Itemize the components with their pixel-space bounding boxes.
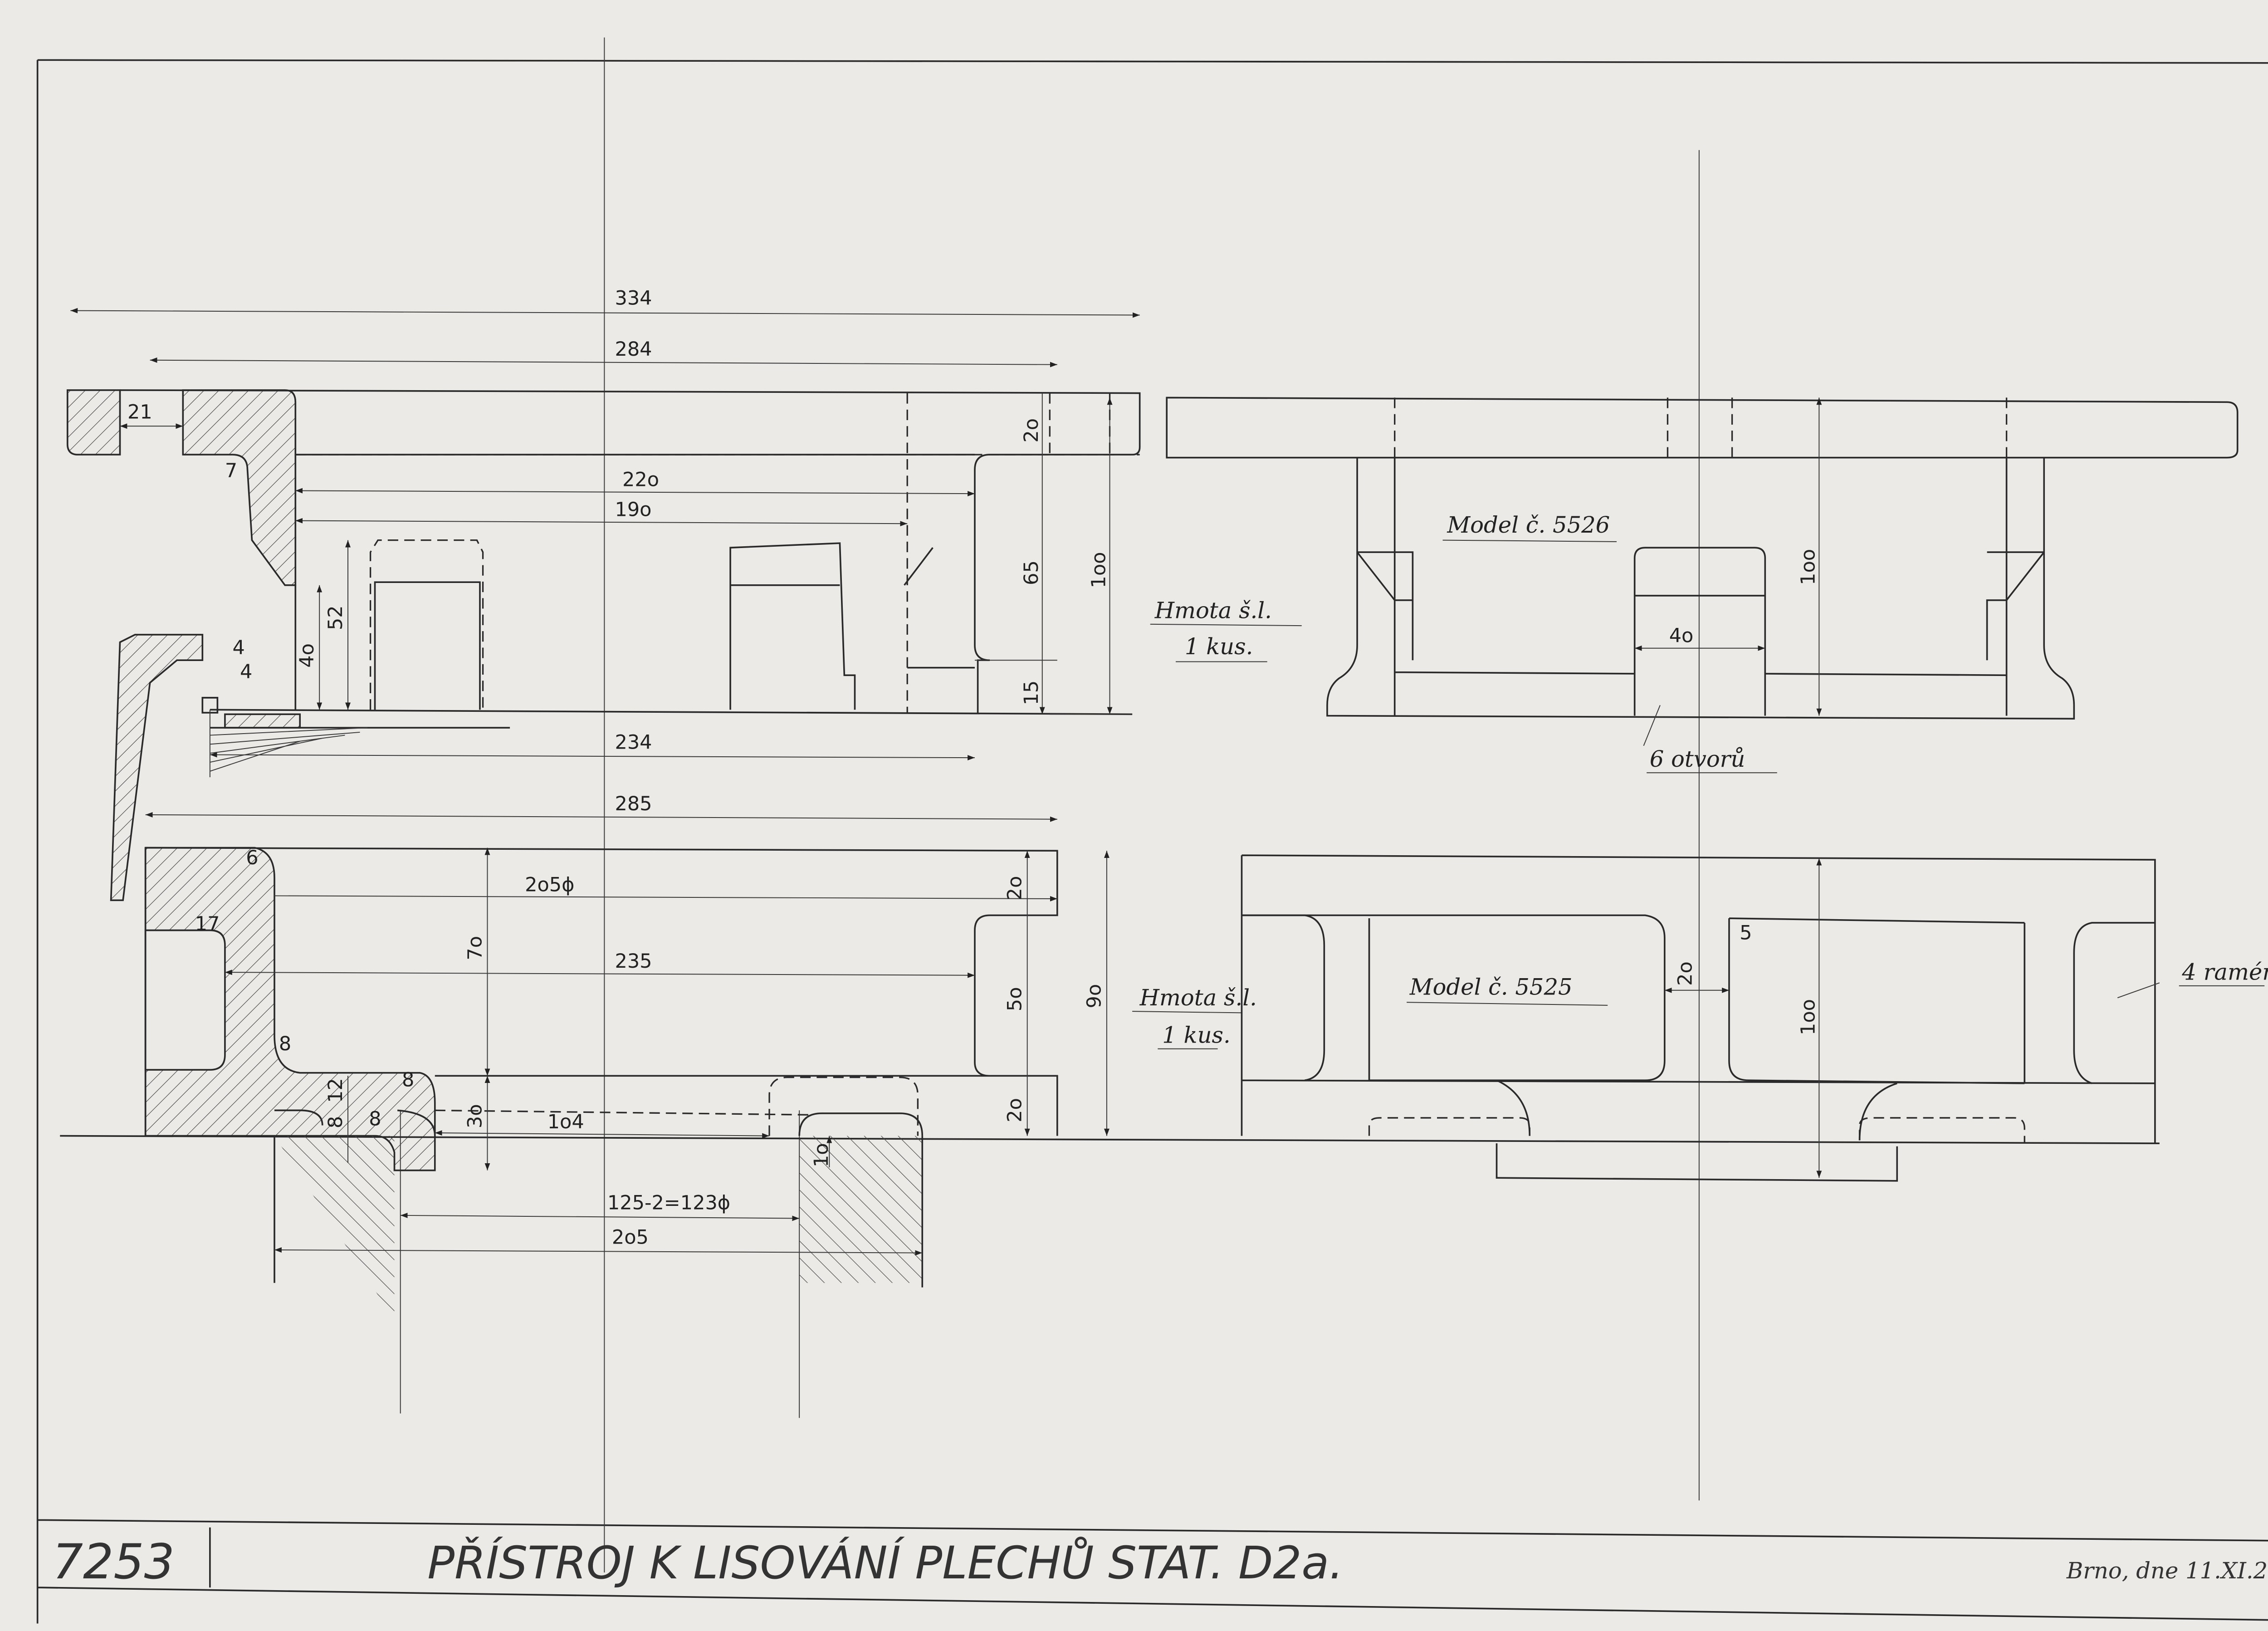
radius-8b: 8: [402, 1068, 414, 1091]
dim-65: 65: [1020, 560, 1043, 585]
centerlines: [400, 37, 1700, 1573]
model-5525-dim-20: 2o: [1674, 961, 1696, 986]
mass-label-lower: Hmota š.l.: [1139, 984, 1257, 1011]
model-5525-arms-note: 4 raménka: [2181, 959, 2268, 985]
upper-section-drawing: [66, 308, 1141, 901]
model-5526-holes-note: 6 otvorů: [1650, 746, 1745, 772]
dim-20-top: 2o: [1020, 418, 1043, 443]
radius-4a: 4: [232, 637, 244, 659]
dim-123phi: 125-2=123ϕ: [607, 1192, 730, 1215]
model-5526-label: Model č. 5526: [1447, 512, 1610, 538]
radius-4b: 4: [240, 661, 252, 683]
radius-17: 17: [195, 912, 220, 935]
dim-20-lower: 2o: [1003, 1098, 1026, 1122]
drawing-title: PŘÍSTROJ K LISOVÁNÍ PLECHŮ STAT. D2a.: [427, 1536, 1343, 1589]
model-5525-label: Model č. 5525: [1409, 974, 1573, 1000]
dim-220: 22o: [622, 469, 659, 491]
dim-21: 21: [127, 401, 152, 424]
dim-205phi: 2o5ϕ: [525, 874, 574, 896]
dim-12: 12: [324, 1078, 347, 1103]
dim-90: 9o: [1083, 984, 1106, 1009]
radius-8a: 8: [279, 1033, 291, 1055]
dim-104: 1o4: [547, 1111, 584, 1133]
dim-40: 4o: [296, 643, 318, 668]
model-5526-drawing: [1166, 397, 2239, 774]
dim-30: 3o: [464, 1104, 486, 1128]
model-5525-dim-100: 1oo: [1797, 999, 1819, 1035]
label-underlines-upper: [1150, 623, 1302, 662]
dim-234: 234: [615, 731, 652, 754]
drawing-number: 7253: [53, 1534, 175, 1590]
mass-label-upper: Hmota š.l.: [1154, 598, 1272, 624]
dim-52: 52: [324, 605, 347, 630]
dim-235: 235: [615, 950, 652, 973]
label-underlines-lower: [1132, 1011, 1242, 1049]
qty-label-lower: 1 kus.: [1162, 1022, 1231, 1048]
dim-205: 2o5: [612, 1226, 649, 1249]
radius-6: 6: [246, 847, 258, 869]
dim-285: 285: [615, 793, 652, 815]
dim-8: 8: [324, 1116, 347, 1128]
dim-190: 19o: [615, 499, 652, 521]
dim-334: 334: [615, 287, 652, 309]
model-5525-radius-5: 5: [1740, 921, 1752, 944]
lower-section-drawing: [60, 812, 2160, 1321]
sheet-border: [36, 59, 2268, 1624]
dim-284: 284: [615, 338, 652, 361]
place-date: Brno, dne 11.XI.25: [2066, 1558, 2268, 1584]
dim-10: 1o: [810, 1143, 833, 1167]
model-5525-drawing: [1241, 854, 2265, 1182]
radius-7: 7: [225, 460, 237, 482]
model-5526-dim-40: 4o: [1669, 625, 1694, 647]
radius-8c: 8: [369, 1107, 381, 1130]
dim-100: 1oo: [1088, 552, 1110, 588]
dim-70: 7o: [464, 936, 486, 960]
model-5526-dim-100: 1oo: [1797, 549, 1819, 585]
dim-20-upper: 2o: [1003, 876, 1026, 901]
dim-50: 5o: [1003, 987, 1026, 1011]
dim-15: 15: [1020, 681, 1043, 705]
qty-label-upper: 1 kus.: [1185, 633, 1253, 660]
